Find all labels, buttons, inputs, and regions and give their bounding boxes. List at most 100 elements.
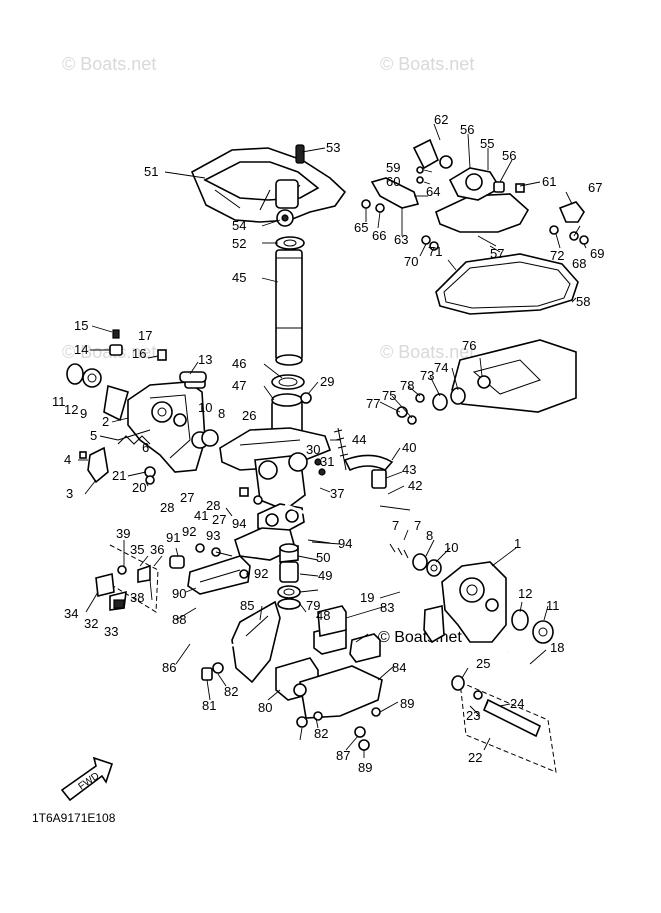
callout: 74 [434, 360, 448, 375]
callout: 14 [74, 342, 88, 357]
callout: 57 [490, 246, 504, 261]
callout: 59 [386, 160, 400, 175]
callout-numbers: 1 2 3 4 5 6 7 7 8 8 9 10 10 11 11 12 12 … [52, 112, 604, 775]
callout: 8 [218, 406, 225, 421]
callout: 89 [358, 760, 372, 775]
clamp-bracket-right-part [423, 561, 554, 644]
callout: 42 [408, 478, 422, 493]
watermark: © Boats.net [62, 54, 156, 74]
callout: 65 [354, 220, 368, 235]
callout: 78 [400, 378, 414, 393]
callout: 92 [182, 524, 196, 539]
callout: 86 [162, 660, 176, 675]
callout: 30 [306, 442, 320, 457]
callout: 82 [314, 726, 328, 741]
callout: 72 [550, 248, 564, 263]
callout: 48 [316, 608, 330, 623]
callout: 88 [172, 612, 186, 627]
callout: 22 [468, 750, 482, 765]
callout: 12 [64, 402, 78, 417]
callout: 6 [142, 440, 149, 455]
callout: 49 [318, 568, 332, 583]
callout: 38 [130, 590, 144, 605]
callout: 17 [138, 328, 152, 343]
callout: 63 [394, 232, 408, 247]
callout: 56 [460, 122, 474, 137]
through-tube-part [284, 503, 413, 559]
callout: 26 [242, 408, 256, 423]
callout: 40 [402, 440, 416, 455]
callout: 13 [198, 352, 212, 367]
callout: 44 [352, 432, 366, 447]
thrust-rod-parts [95, 544, 159, 613]
callout: 11 [546, 598, 560, 613]
callout: 61 [542, 174, 556, 189]
callout: 33 [104, 624, 118, 639]
callout: 82 [224, 684, 238, 699]
callout: 46 [232, 356, 246, 371]
callout: 10 [444, 540, 458, 555]
callout: 43 [402, 462, 416, 477]
callout: 25 [476, 656, 490, 671]
callout: 9 [80, 406, 87, 421]
steering-bracket-part [190, 144, 347, 250]
callout: 83 [380, 600, 394, 615]
callout: 51 [144, 164, 158, 179]
tilt-stop-parts [314, 427, 411, 511]
callout: 56 [502, 148, 516, 163]
callout: 79 [306, 598, 320, 613]
callout: 23 [466, 708, 480, 723]
callout: 92 [254, 566, 268, 581]
callout: 89 [400, 696, 414, 711]
forward-arrow-icon: FWD [60, 756, 114, 802]
callout: 15 [74, 318, 88, 333]
washer-parts-right [412, 553, 442, 577]
callout: 75 [382, 388, 396, 403]
callout: 24 [510, 696, 524, 711]
callout: 58 [576, 294, 590, 309]
callout: 28 [160, 500, 174, 515]
callout: 60 [386, 174, 400, 189]
top-cowling-parts [361, 138, 589, 251]
callout: 55 [480, 136, 494, 151]
callout: 35 [130, 542, 144, 557]
mount-plate-part [451, 339, 577, 413]
handle-assembly-part [451, 675, 557, 773]
callout: 66 [372, 228, 386, 243]
callout: 4 [64, 452, 71, 467]
callout: 16 [132, 346, 146, 361]
watermark: © Boats.net [62, 342, 156, 362]
watermark-dark: © Boats.net [378, 629, 462, 646]
watermark: © Boats.net [380, 54, 474, 74]
swivel-bracket-part [219, 427, 332, 511]
callout: 71 [428, 244, 442, 259]
callout: 1 [514, 536, 521, 551]
tilt-lock-parts [169, 539, 331, 595]
callout: 10 [198, 400, 212, 415]
callout: 90 [172, 586, 186, 601]
callout: 54 [232, 218, 246, 233]
callout: 70 [404, 254, 418, 269]
callout: 53 [326, 140, 340, 155]
callout: 21 [112, 468, 126, 483]
callout: 19 [360, 590, 374, 605]
callout: 39 [116, 526, 130, 541]
callout: 50 [316, 550, 330, 565]
lever-parts [225, 487, 305, 561]
callout: 3 [66, 486, 73, 501]
callout: 93 [206, 528, 220, 543]
callout: 27 [180, 490, 194, 505]
callout: 11 [52, 394, 66, 409]
callout: 94 [338, 536, 352, 551]
clamp-small-parts [66, 329, 219, 485]
callout: 91 [166, 530, 180, 545]
callout: 34 [64, 606, 78, 621]
callout: 52 [232, 236, 246, 251]
callout: 28 [206, 498, 220, 513]
callout: 8 [426, 528, 433, 543]
clamp-bracket-left-part [127, 375, 209, 473]
callout: 62 [434, 112, 448, 127]
diagram-code: 1T6A9171E108 [32, 811, 116, 825]
callout: 67 [588, 180, 602, 195]
